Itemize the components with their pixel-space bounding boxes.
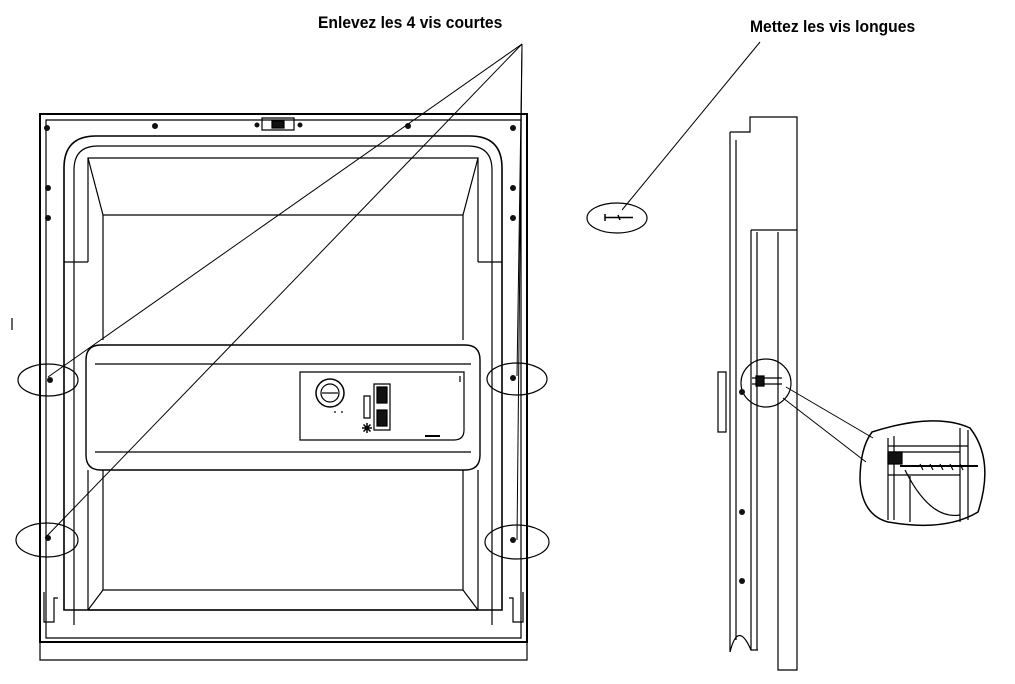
rinse-aid-gauge xyxy=(364,396,370,418)
door-latch xyxy=(262,118,294,130)
magnified-screw-detail xyxy=(860,421,985,525)
upper-recess-bevel-left xyxy=(88,158,103,215)
door-inner-frame xyxy=(46,120,521,638)
detail-screw-head xyxy=(888,452,902,464)
side-view-hinge-arc xyxy=(730,635,751,652)
side-view-screw-head xyxy=(756,376,764,386)
detail-screw-threads xyxy=(920,464,963,470)
hinge-left xyxy=(44,592,58,622)
dispenser-knob-inner xyxy=(321,384,339,402)
snowflake-icon xyxy=(362,423,372,433)
long-screw-leader xyxy=(622,42,760,210)
screw-holes xyxy=(44,122,516,543)
lower-recess-bevel-right xyxy=(463,590,478,610)
lower-recess-outline xyxy=(103,470,463,590)
side-view-outer xyxy=(730,117,797,670)
side-view-detail-callout xyxy=(741,359,791,407)
door-bottom-plinth xyxy=(40,642,527,660)
long-screw-illustration xyxy=(587,42,760,233)
dispenser-window-top xyxy=(377,387,387,403)
short-screw-callout-left-top xyxy=(18,364,78,396)
door-outer-frame xyxy=(40,114,527,642)
dispenser-window-bottom xyxy=(377,410,387,426)
door-side-view xyxy=(718,117,873,670)
long-screw-thread xyxy=(618,215,620,220)
upper-recess-bevel-right xyxy=(463,158,478,215)
remove-short-screws-label: Enlevez les 4 vis courtes xyxy=(318,13,503,32)
long-screw-callout xyxy=(587,203,647,233)
short-screw-callout-left-bottom xyxy=(16,523,78,557)
side-view-screw-holes xyxy=(739,389,745,584)
dispenser-knob-outer xyxy=(316,379,344,407)
detail-connector-top xyxy=(786,387,873,438)
door-front-view xyxy=(12,114,549,660)
door-inner-panel-border xyxy=(64,136,502,610)
detail-curve xyxy=(905,470,960,515)
control-band xyxy=(86,345,480,470)
remove-screws-leaders xyxy=(45,44,522,540)
insert-long-screws-label: Mettez les vis longues xyxy=(750,17,916,36)
detail-bubble xyxy=(860,421,985,525)
detergent-dispenser xyxy=(300,372,464,440)
dispenser-lid-frame xyxy=(374,384,390,430)
side-view-handle xyxy=(718,372,726,432)
dispenser-housing xyxy=(300,372,464,440)
hinge-right xyxy=(509,592,523,622)
upper-recess-outline xyxy=(88,158,478,262)
detail-connector-bottom xyxy=(783,398,866,462)
lower-recess-bevel-left xyxy=(88,590,103,610)
door-latch-slot xyxy=(272,121,284,128)
door-inner-panel-edge xyxy=(74,146,492,625)
